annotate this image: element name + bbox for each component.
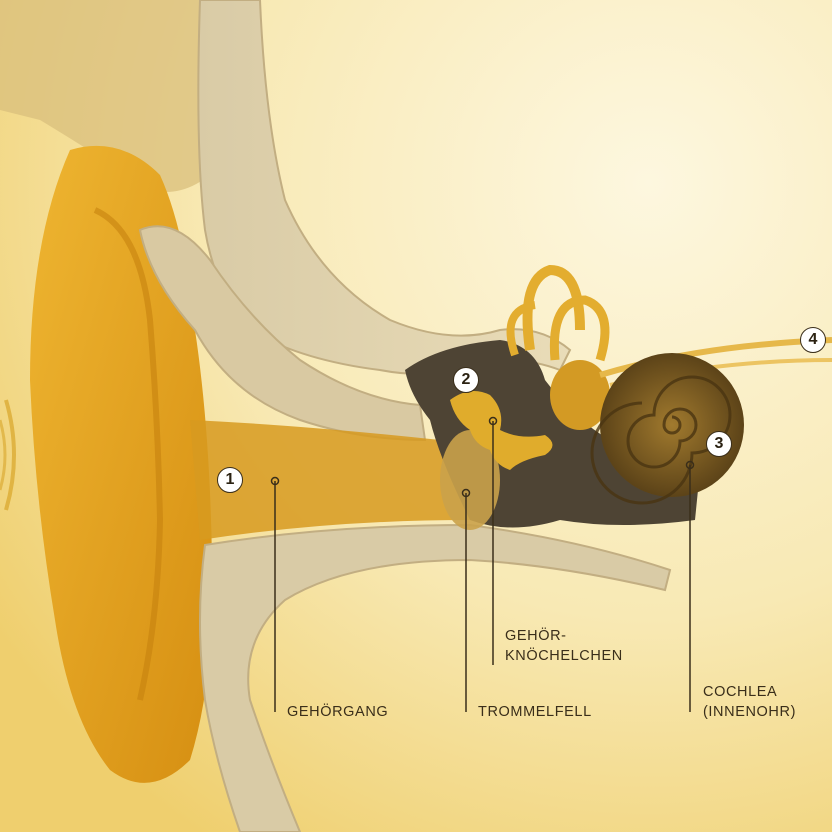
- label-cochlea-line1: COCHLEA: [703, 683, 777, 702]
- label-gehoergang: GEHÖRGANG: [287, 703, 388, 722]
- marker-1: 1: [217, 467, 243, 493]
- label-gehoerknoechelchen-line2: KNÖCHELCHEN: [505, 647, 623, 666]
- marker-2: 2: [453, 367, 479, 393]
- label-cochlea-line2: (INNENOHR): [703, 703, 796, 722]
- label-gehoerknoechelchen-line1: GEHÖR-: [505, 627, 567, 646]
- label-trommelfell: TROMMELFELL: [478, 703, 592, 722]
- cochlea: [600, 353, 744, 497]
- marker-4: 4: [800, 327, 826, 353]
- marker-3: 3: [706, 431, 732, 457]
